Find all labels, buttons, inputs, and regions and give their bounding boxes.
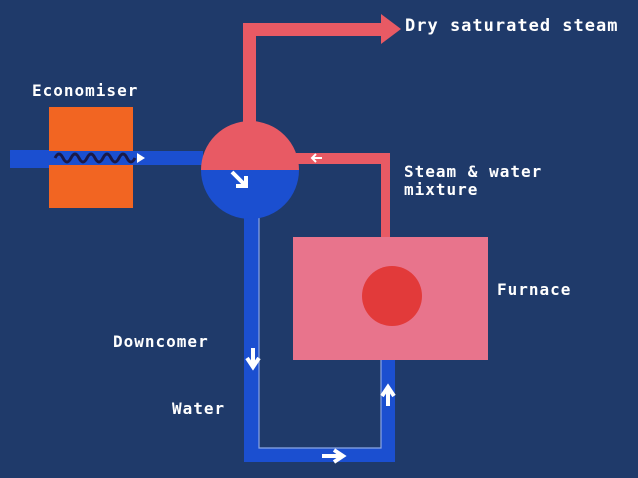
downcomer-arrow-icon <box>245 348 261 371</box>
steam-water-mixture-label: Steam & water mixture <box>404 162 543 200</box>
downcomer-inner-edge <box>258 190 382 449</box>
flame <box>362 266 422 326</box>
economiser-coil-icon <box>53 152 137 164</box>
riser-pipe <box>296 153 390 237</box>
water-label: Water <box>172 399 226 418</box>
flow-arrow-icon <box>137 153 145 163</box>
economiser-label: Economiser <box>32 81 139 100</box>
riser-arrow-icon <box>310 153 322 163</box>
drum-steam-space <box>201 121 299 170</box>
feed-water-pipe <box>10 150 50 168</box>
dry-steam-pipe <box>243 23 383 128</box>
dry-steam-arrow <box>381 14 401 44</box>
furnace-label: Furnace <box>497 280 572 299</box>
steam-water-label-line1: Steam & water <box>404 162 543 181</box>
drum-water-space <box>201 170 299 219</box>
drum-arrow-icon <box>230 170 248 188</box>
economiser-outlet-pipe <box>133 151 203 165</box>
riser-up-arrow-icon <box>380 383 396 406</box>
downcomer-label: Downcomer <box>113 332 209 351</box>
steam-water-label-line2: mixture <box>404 180 479 200</box>
dry-steam-label: Dry saturated steam <box>405 16 619 36</box>
bottom-flow-arrow-icon <box>322 448 347 464</box>
